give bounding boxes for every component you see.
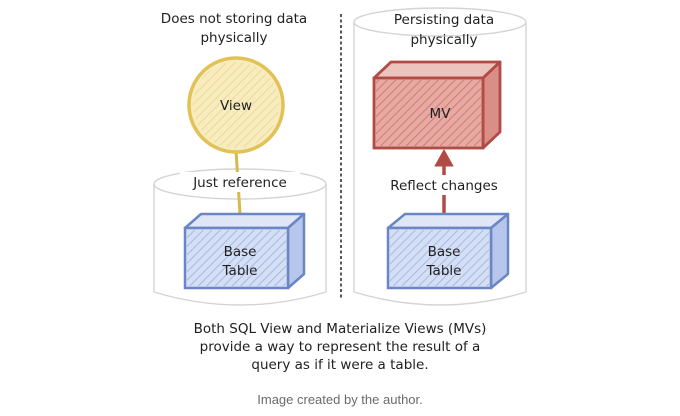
left-table-line2: Table bbox=[222, 263, 258, 279]
right-database-cylinder bbox=[353, 7, 527, 306]
summary-line3: query as if it were a table. bbox=[251, 357, 428, 373]
right-panel: Persisting data physically MV Reflect ch… bbox=[353, 7, 527, 306]
left-note-line1: Does not storing data bbox=[161, 11, 307, 27]
right-relation-label: Reflect changes bbox=[390, 178, 498, 194]
right-table-line2: Table bbox=[426, 263, 462, 279]
summary-line1: Both SQL View and Materialize Views (MVs… bbox=[194, 321, 487, 337]
mv-box bbox=[372, 60, 502, 150]
summary-text: Both SQL View and Materialize Views (MVs… bbox=[194, 321, 487, 373]
right-note-line2: physically bbox=[410, 32, 477, 48]
summary-line2: provide a way to represent the result of… bbox=[200, 339, 481, 355]
view-label: View bbox=[220, 98, 252, 114]
view-circle bbox=[187, 56, 285, 154]
left-base-table-box bbox=[183, 212, 306, 290]
left-panel: View Base Table Just reference Does not … bbox=[153, 11, 327, 306]
left-note-line2: physically bbox=[200, 30, 267, 46]
image-caption: Image created by the author. bbox=[257, 392, 423, 407]
right-base-table-box bbox=[386, 212, 510, 290]
right-table-line1: Base bbox=[428, 244, 461, 260]
left-table-line1: Base bbox=[224, 244, 257, 260]
left-relation-label: Just reference bbox=[192, 175, 287, 191]
mv-label: MV bbox=[430, 106, 452, 122]
right-note-line1: Persisting data bbox=[394, 12, 494, 28]
